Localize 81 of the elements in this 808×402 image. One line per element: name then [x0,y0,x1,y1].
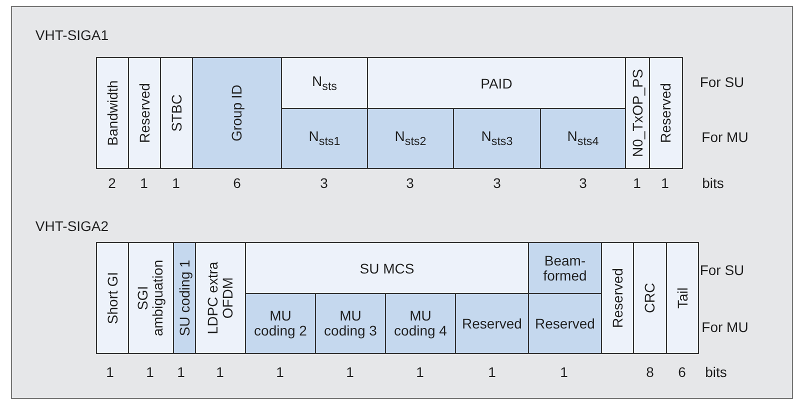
field-name: MU coding 4 [393,308,448,339]
field-name: LDPC extra OFDM [205,260,236,336]
bit-count: 1 [633,175,641,191]
field-cell [245,242,529,295]
field-cell [245,293,316,354]
field-name: SGI ambiguation [136,258,166,338]
field-cell [315,293,386,354]
field-name: N0_TxOP_PS [630,68,646,159]
bit-count: 1 [560,364,568,380]
bit-count: bits [702,175,724,191]
field-cell [455,293,529,354]
bit-count: 2 [108,175,116,191]
field-name: Reserved [461,316,523,332]
field-name: MU coding 3 [323,308,378,339]
bit-count: 1 [106,364,114,380]
bit-count: 6 [233,175,241,191]
field-name: N$_{sts2}$ [394,128,428,148]
field-name: CRC [642,282,658,316]
bit-count: 1 [346,364,354,380]
bit-count: 1 [661,175,669,191]
field-cell [195,242,246,354]
row-label: For SU [700,74,744,90]
bit-count: 1 [146,364,154,380]
field-cell [96,57,129,169]
field-name: Reserved [534,316,596,332]
bit-count: 3 [579,175,587,191]
field-cell [453,108,541,169]
section-title: VHT-SIGA2 [35,218,109,234]
field-cell [649,57,683,169]
field-cell [173,242,196,354]
field-name: N$_{sts3}$ [480,128,514,148]
field-name: MU coding 2 [253,308,308,339]
field-name: Short GI [104,270,120,326]
row-label: For MU [702,129,748,145]
field-cell [128,242,174,354]
field-cell [128,57,161,169]
bit-count: bits [705,364,727,380]
field-cell [192,57,282,169]
bit-count: 1 [488,364,496,380]
field-name: SU coding 1 [176,258,192,338]
bit-count: 6 [678,364,686,380]
bit-count: 3 [320,175,328,191]
field-cell [385,293,456,354]
field-name: Reserved [610,267,626,330]
row-label: For SU [700,262,744,278]
bit-count: 1 [276,364,284,380]
bit-count: 1 [177,364,185,380]
field-cell [528,242,602,295]
field-cell [625,57,650,169]
section-title: VHT-SIGA1 [35,27,109,43]
bit-count: 1 [140,175,148,191]
field-name: Reserved [658,82,674,145]
field-cell [160,57,193,169]
field-cell [601,242,634,354]
field-name: PAID [480,76,514,92]
field-name: N$_{sts}$ [310,74,338,94]
field-name: Reserved [136,82,152,145]
bit-count: 3 [493,175,501,191]
field-cell [367,108,454,169]
row-label: For MU [702,319,748,335]
bit-count: 1 [216,364,224,380]
field-name: N$_{sts4}$ [566,128,600,148]
field-cell [633,242,667,354]
bit-count: 3 [406,175,414,191]
field-cell [281,108,368,169]
field-name: Group ID [229,84,245,144]
bit-count: 8 [646,364,654,380]
field-name: Bandwidth [104,79,120,148]
field-cell [666,242,699,354]
field-name: Beam- formed [542,253,588,284]
field-cell [528,293,602,354]
field-name: STBC [168,93,184,134]
field-name: SU MCS [358,260,416,276]
bit-count: 1 [172,175,180,191]
field-cell [281,57,368,110]
field-cell [540,108,626,169]
field-name: N$_{sts1}$ [308,128,342,148]
bit-count: 1 [416,364,424,380]
field-cell [367,57,626,110]
field-cell [96,242,129,354]
field-name: Tail [674,286,690,311]
